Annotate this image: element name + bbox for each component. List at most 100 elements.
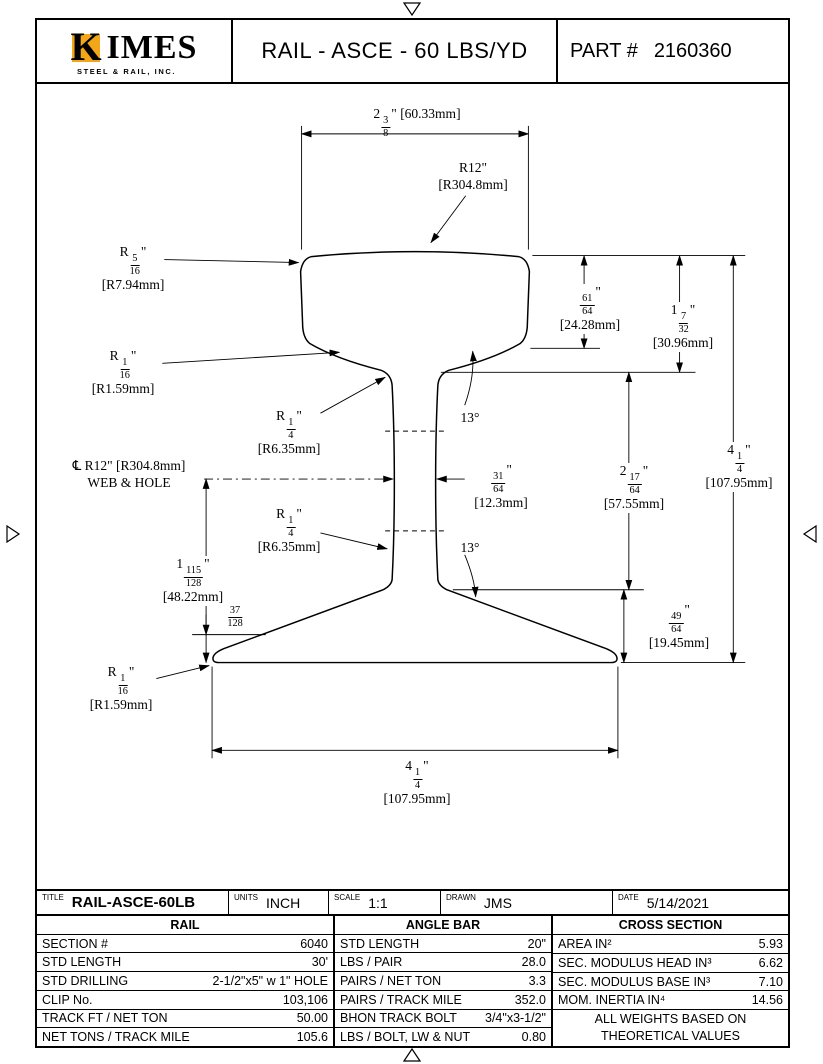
- logo-k-mark: K: [71, 27, 107, 67]
- row-value: 0.80: [521, 1030, 546, 1045]
- row-label: BHON TRACK BOLT: [340, 1011, 457, 1026]
- table-row: PAIRS / NET TON 3.3: [335, 971, 551, 990]
- row-label: NET TONS / TRACK MILE: [42, 1030, 190, 1045]
- table-row: STD LENGTH 20": [335, 933, 551, 953]
- weights-note-line2: THEORETICAL VALUES: [601, 1029, 740, 1044]
- table-row: SEC. MODULUS HEAD IN³ 6.62: [553, 952, 788, 972]
- table-row: LBS / BOLT, LW & NUT 0.80: [335, 1027, 551, 1046]
- web-angle-upper-label: 13°: [460, 410, 480, 425]
- row-label: LBS / BOLT, LW & NUT: [340, 1030, 471, 1045]
- row-value: 352.0: [514, 992, 546, 1007]
- row-value: 6.62: [758, 955, 783, 970]
- logo-text: IMES: [106, 29, 198, 66]
- table-header-rail: RAIL: [170, 917, 200, 932]
- part-number: 2160360: [653, 39, 732, 62]
- row-label: STD LENGTH: [340, 936, 420, 951]
- part-label: PART #: [570, 39, 638, 62]
- row-label: STD LENGTH: [42, 955, 122, 970]
- table-header-cross-section: CROSS SECTION: [618, 917, 723, 932]
- row-label: CLIP No.: [42, 992, 93, 1007]
- titleblock-units: UNITS INCH: [229, 891, 329, 914]
- row-label: PAIRS / NET TON: [340, 974, 442, 989]
- weights-note: ALL WEIGHTS BASED ON THEORETICAL VALUES: [553, 1009, 788, 1046]
- sheet-border: K IMES STEEL & RAIL, INC. RAIL - ASCE - …: [35, 18, 790, 1048]
- row-value: 105.6: [296, 1030, 328, 1045]
- drawn-value: JMS: [483, 894, 512, 911]
- part-number-box: PART # 2160360: [556, 20, 788, 82]
- title-label: TITLE: [42, 893, 64, 902]
- row-label: PAIRS / TRACK MILE: [340, 992, 462, 1007]
- row-label: LBS / PAIR: [340, 955, 403, 970]
- table-row: BHON TRACK BOLT 3/4"x3-1/2": [335, 1008, 551, 1028]
- web-angle-lower-label: 13°: [460, 540, 480, 555]
- crown-radius-label: R12"[R304.8mm]: [438, 160, 508, 192]
- titleblock-title: TITLE RAIL-ASCE-60LB: [37, 891, 229, 914]
- dimension-lines: [156, 125, 746, 759]
- date-value: 5/14/2021: [646, 894, 710, 911]
- web-break-lines: [385, 430, 448, 532]
- table-header-angle-bar: ANGLE BAR: [405, 917, 481, 932]
- row-label: TRACK FT / NET TON: [42, 1011, 168, 1026]
- row-value: 3.3: [528, 974, 546, 989]
- logo-accent-square-icon: [71, 34, 100, 62]
- titleblock-drawn: DRAWN JMS: [441, 891, 613, 914]
- scale-label: SCALE: [334, 893, 361, 902]
- row-value: 50.00: [296, 1011, 328, 1026]
- company-logo: K IMES STEEL & RAIL, INC.: [37, 20, 233, 82]
- row-label: SEC. MODULUS HEAD IN³: [558, 955, 712, 970]
- table-row: CLIP No. 103,106: [37, 989, 333, 1009]
- row-value: 3/4"x3-1/2": [485, 1011, 546, 1026]
- title-value: RAIL-ASCE-60LB: [71, 894, 196, 911]
- row-value: 20": [527, 936, 546, 951]
- table-row: SEC. MODULUS BASE IN³ 7.10: [553, 971, 788, 991]
- table-row: PAIRS / TRACK MILE 352.0: [335, 989, 551, 1009]
- registration-mark-left: [6, 525, 21, 543]
- logo-row: K IMES: [71, 27, 198, 67]
- table-row: SECTION #6040: [37, 933, 333, 953]
- titleblock-date: DATE 5/14/2021: [613, 891, 788, 914]
- row-value: 2-1/2"x5" w 1" HOLE: [212, 974, 328, 989]
- row-value: 28.0: [521, 955, 546, 970]
- row-value: 103,106: [282, 992, 328, 1007]
- row-label: SEC. MODULUS BASE IN³: [558, 974, 711, 989]
- registration-mark-bottom: [403, 1047, 421, 1062]
- table-row: LBS / PAIR 28.0: [335, 952, 551, 971]
- row-value: 7.10: [758, 974, 783, 989]
- title-block: TITLE RAIL-ASCE-60LB UNITS INCH SCALE 1:…: [37, 889, 788, 914]
- registration-mark-top: [403, 2, 421, 17]
- row-label: SECTION #: [42, 936, 108, 951]
- row-value: 30': [311, 955, 328, 970]
- logo-subtitle: STEEL & RAIL, INC.: [77, 67, 177, 76]
